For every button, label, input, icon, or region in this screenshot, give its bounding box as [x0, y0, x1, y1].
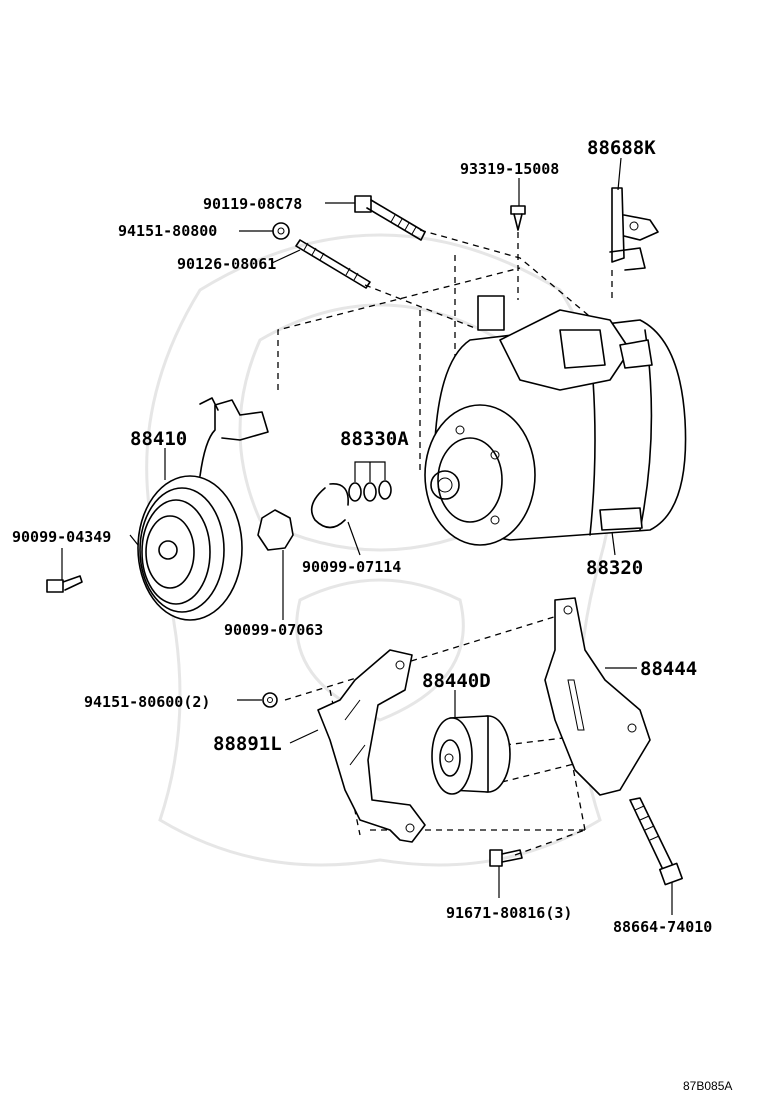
screw-93319-15008: [510, 205, 526, 231]
label-88410: 88410: [130, 428, 187, 450]
label-91671-80816: 91671-80816(3): [446, 904, 572, 922]
label-88444: 88444: [640, 658, 697, 680]
label-90099-04349: 90099-04349: [12, 528, 111, 546]
bolt-88664-74010: [629, 797, 683, 886]
bolt-91671-80816: [489, 849, 523, 867]
snap-ring-90099-07114: [310, 483, 349, 529]
nut-94151-80600: [262, 692, 278, 708]
bracket-88688k: [609, 187, 659, 271]
label-94151-80600: 94151-80600(2): [84, 693, 210, 711]
clutch-88410: [137, 397, 269, 621]
label-88664-74010: 88664-74010: [613, 918, 712, 936]
bracket-88891l: [317, 649, 426, 843]
compressor-88320: [424, 295, 687, 546]
label-88891l: 88891L: [213, 733, 282, 755]
idler-pulley-88440d: [431, 715, 511, 795]
label-90119-08c78: 90119-08C78: [203, 195, 302, 213]
label-88688k: 88688K: [587, 137, 656, 159]
leader-lines: [61, 157, 673, 915]
o-rings-88330a: [348, 461, 392, 502]
label-90099-07063: 90099-07063: [224, 621, 323, 639]
label-94151-80800: 94151-80800: [118, 222, 217, 240]
label-90099-07114: 90099-07114: [302, 558, 401, 576]
shim-90099-07063: [257, 509, 294, 551]
label-93319-15008: 93319-15008: [460, 160, 559, 178]
stud-90126-08061: [295, 239, 371, 289]
part-labels: 88688K 93319-15008 90119-08C78 94151-808…: [12, 137, 712, 936]
label-88330a: 88330A: [340, 428, 409, 450]
label-90126-08061: 90126-08061: [177, 255, 276, 273]
diagram-ref-code: 87B085A: [683, 1079, 732, 1093]
nut-94151-80800: [272, 222, 290, 240]
label-88440d: 88440D: [422, 670, 491, 692]
bolt-90119-08c78: [354, 195, 426, 241]
bolt-90099-04349: [46, 575, 83, 593]
bracket-88444: [544, 597, 651, 796]
label-88320: 88320: [586, 557, 643, 579]
